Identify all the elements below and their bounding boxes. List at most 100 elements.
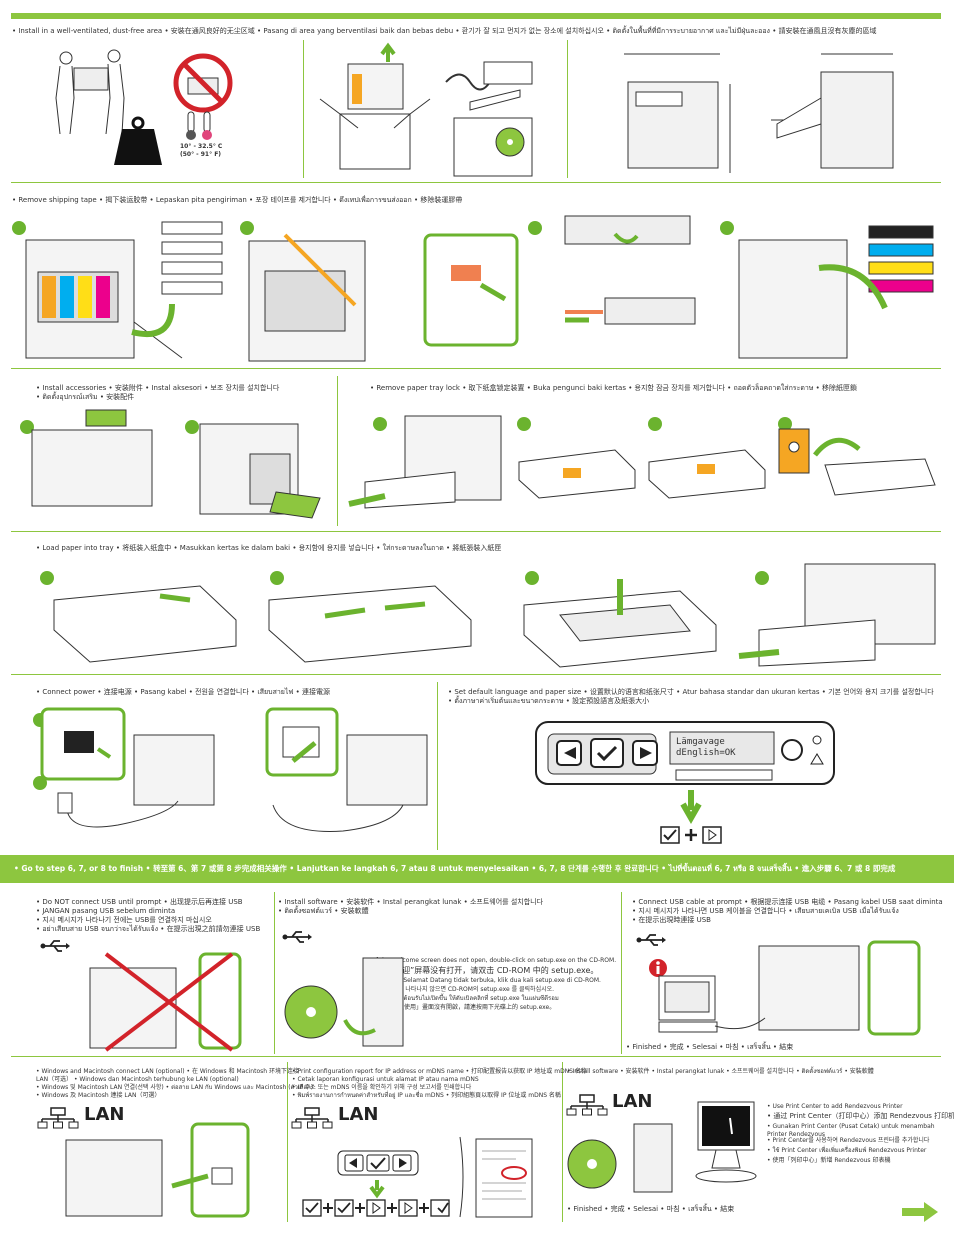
paper-loaded-illustration xyxy=(523,579,717,668)
down-arrow-icon xyxy=(369,1180,385,1199)
next-arrow-icon xyxy=(902,1202,938,1222)
lan-mac-line2: LAN（可选） • Windows dan Macintosh terhubun… xyxy=(36,1076,239,1083)
mac-bullet-4: • Print Center를 사용하여 Rendezvous 프린터를 추가합… xyxy=(767,1137,930,1144)
config-report-line3: • IP 주소 또는 mDNS 이름을 확인하기 위해 구성 보고서를 인쇄합니… xyxy=(292,1084,472,1091)
weight-icon xyxy=(114,116,162,165)
config-report-line2: • Cetak laporan konfigurasi untuk alamat… xyxy=(292,1076,479,1083)
printer-open-cartridges-illustration xyxy=(25,221,223,359)
panel-display-line2: dEnglish=OK xyxy=(676,748,736,758)
no-usb-line4: • อย่าเสียบสาย USB จนกว่าจะได้รับแจ้ง • … xyxy=(36,925,261,933)
usb-icon xyxy=(282,931,312,943)
remove-tray-lock-caption: • Remove paper tray lock • 取下纸盒锁定装置 • Bu… xyxy=(370,384,857,392)
mac-cd-insert-illustration xyxy=(567,1123,673,1193)
down-arrow-icon xyxy=(680,790,702,825)
install-accessories-caption: • Install accessories • 安装附件 • Instal ak… xyxy=(36,384,280,392)
accessories-illustration xyxy=(445,61,533,177)
step-dot xyxy=(720,221,734,235)
lan-label: LAN xyxy=(84,1104,125,1125)
tray-lock-removed-illustration xyxy=(778,428,936,496)
install-area-caption: • Install in a well-ventilated, dust-fre… xyxy=(12,27,877,35)
welcome-note-th: หากหน้าจอต้อนรับไม่เปิดขึ้น ให้ดับเบิลคล… xyxy=(374,995,559,1002)
panel-display-line1: Lämgavage xyxy=(676,737,725,747)
go-to-step-banner: • Go to step 6, 7, or 8 to finish • 转至第 … xyxy=(0,855,954,883)
step-dot xyxy=(20,420,34,434)
config-report-line1: • Print configuration report for IP addr… xyxy=(292,1068,587,1075)
welcome-note-en: If the Welcome screen does not open, dou… xyxy=(374,957,617,964)
divider xyxy=(437,682,438,850)
printer-dimensions-front xyxy=(624,53,731,173)
welcome-note-id: Jika layar Selamat Datang tidak terbuka,… xyxy=(374,977,601,984)
insert-cartridges-illustration xyxy=(738,225,934,359)
checkmark-button[interactable] xyxy=(590,738,624,768)
back-arrow-button[interactable] xyxy=(556,740,582,766)
divider xyxy=(11,531,941,532)
power-cord-illustration xyxy=(40,707,215,828)
mini-control-panel xyxy=(337,1150,419,1176)
divider xyxy=(11,182,941,183)
welcome-note-tw: 如果「歡迎使用」畫面沒有開啟，請連按兩下光碟上的 setup.exe。 xyxy=(374,1004,556,1011)
remove-tape-caption: • Remove shipping tape • 揭下装运胶带 • Lepask… xyxy=(12,196,463,204)
divider xyxy=(274,892,275,1054)
install-software-line1: • Install software • 安装软件 • Instal peran… xyxy=(278,898,544,906)
printer-tray-pull-illustration xyxy=(348,415,502,509)
printer-pull-tape-illustration xyxy=(248,233,519,362)
step-dot xyxy=(270,571,284,585)
step-dot xyxy=(12,221,26,235)
step-dot xyxy=(528,221,542,235)
people-carrying-printer-illustration xyxy=(55,49,125,135)
lan-mac-line1: • Windows and Macintosh connect LAN (opt… xyxy=(36,1068,299,1075)
mac-bullet-6: • 使用「列印中心」新增 Rendezvous 印表機 xyxy=(767,1157,891,1164)
mac-bullet-3: • Gunakan Print Center (Pusat Cetak) unt… xyxy=(767,1123,935,1138)
lan-mac-line4: • Windows 及 Macintosh 連接 LAN（可選） xyxy=(36,1092,161,1099)
printer-dimensions-open xyxy=(771,53,894,169)
temperature-fahrenheit: (50° - 91° F) xyxy=(180,151,222,158)
lan-icon xyxy=(37,1107,79,1129)
mac-bullet-1: • Use Print Center to add Rendezvous Pri… xyxy=(767,1103,903,1110)
divider xyxy=(621,892,622,1054)
divider xyxy=(287,1062,288,1222)
usb-icon xyxy=(636,934,666,946)
mac-monitor-illustration xyxy=(695,1101,757,1183)
cartridge-tape-removal-illustration xyxy=(564,215,696,325)
no-usb-line3: • 지시 메시지가 나타나기 전에는 USB를 연결하지 마십시오 xyxy=(36,916,212,924)
divider xyxy=(562,1062,563,1222)
step-dot xyxy=(33,776,47,790)
mac-finished-label: • Finished • 完成 • Selesai • 마침 • เสร็จสิ… xyxy=(567,1205,735,1213)
config-report-page-illustration xyxy=(459,1136,533,1218)
checkmark-button-icon xyxy=(660,826,680,844)
config-report-line4: • พิมพ์รายงานการกำหนดค่าสำหรับที่อยู่ IP… xyxy=(292,1092,561,1099)
lan-label: LAN xyxy=(338,1104,379,1125)
no-sunlight-icon xyxy=(173,53,233,113)
paper-tray-width-illustration xyxy=(268,585,472,663)
power-switch-illustration xyxy=(265,707,428,832)
mac-software-line1: • Install software • 安装软件 • Instal peran… xyxy=(567,1068,874,1075)
tray-insert-illustration xyxy=(738,563,936,667)
lan-mac-line3: • Windows 및 Macintosh LAN 연결(선택 사항) • ต่… xyxy=(36,1084,314,1091)
divider xyxy=(11,1056,941,1057)
mac-bullet-5: • ใช้ Print Center เพื่อเพิ่มเครื่องพิมพ… xyxy=(767,1147,927,1154)
usb-finished-label: • Finished • 完成 • Selesai • 마침 • เสร็จสิ… xyxy=(626,1043,794,1051)
forward-arrow-icon xyxy=(640,747,652,759)
connect-usb-line3: • 在提示出現時連接 USB xyxy=(632,916,711,924)
divider xyxy=(11,368,941,369)
usb-connect-illustration xyxy=(658,940,921,1036)
printer-front-accessory-illustration xyxy=(31,409,153,507)
step-dot xyxy=(517,417,531,431)
no-usb-line1: • Do NOT connect USB until prompt • 出现提示… xyxy=(36,898,243,906)
step-dot xyxy=(778,417,792,431)
checkmark-icon xyxy=(596,745,618,762)
set-language-caption-2: • ตั้งภาษาค่าเริ่มต้นและขนาดกระดาษ • 設定預… xyxy=(448,697,650,705)
button-sequence-icon xyxy=(302,1199,450,1217)
tray-lock-step-2 xyxy=(518,449,636,499)
connect-usb-line2: • 지시 메시지가 나타나면 USB 케이블을 연결합니다 • เสียบสาย… xyxy=(632,907,899,915)
arrow-button-icon xyxy=(702,826,722,844)
tray-lock-step-3 xyxy=(648,449,766,499)
welcome-note-zh: 如果“欢迎”屏幕没有打开，请双击 CD-ROM 中的 setup.exe。 xyxy=(374,966,599,975)
step-dot xyxy=(185,420,199,434)
divider xyxy=(337,376,338,526)
no-usb-line2: • JANGAN pasang USB sebelum diminta xyxy=(36,907,176,915)
step-dot xyxy=(755,571,769,585)
welcome-note-ko: 환영 화면이 나타나지 않으면 CD-ROM의 setup.exe 를 클릭하십… xyxy=(374,986,555,993)
printer-rear-accessory-illustration xyxy=(199,423,321,519)
divider xyxy=(303,40,304,178)
